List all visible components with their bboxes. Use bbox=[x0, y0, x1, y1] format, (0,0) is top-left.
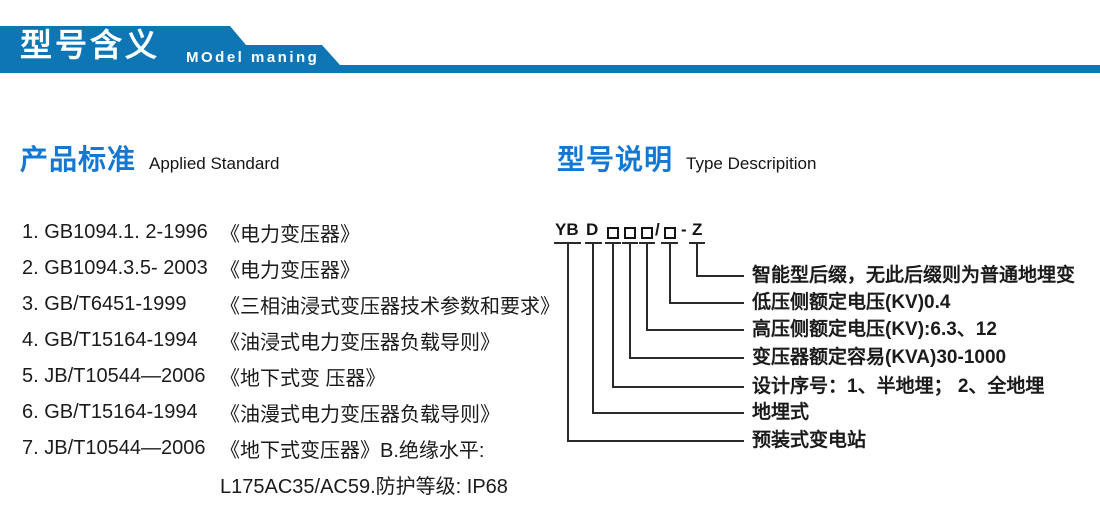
model-label-lv-voltage: 低压侧额定电压(KV)0.4 bbox=[752, 292, 951, 313]
page-title: 型号含义 bbox=[20, 27, 161, 63]
standard-title: 《电力变压器》 bbox=[220, 223, 360, 246]
header-banner bbox=[0, 26, 1100, 73]
model-label-hv-voltage: 高压侧额定电压(KV):6.3、12 bbox=[752, 319, 997, 340]
standard-item: 2. GB1094.3.5- 2003 《电力变压器》 bbox=[22, 250, 552, 286]
standard-item: 6. GB/T15164-1994 《油漫式电力变压器负载导则》 bbox=[22, 394, 552, 430]
model-title-zh: 型号说明 bbox=[557, 144, 674, 175]
standards-list: 1. GB1094.1. 2-1996 《电力变压器》 2. GB1094.3.… bbox=[22, 214, 560, 502]
model-title-en: Type Descripition bbox=[686, 154, 817, 173]
model-code-z: Z bbox=[692, 220, 703, 239]
model-code-yb: YB bbox=[555, 220, 579, 239]
standard-item-continuation: L175AC35/AC59.防护等级: IP68 bbox=[22, 466, 552, 502]
standard-item: 5. JB/T10544—2006 《地下式变 压器》 bbox=[22, 358, 552, 394]
standard-item: 1. GB1094.1. 2-1996 《电力变压器》 bbox=[22, 214, 552, 250]
model-code-box-3 bbox=[641, 227, 653, 239]
standard-title: 《油漫式电力变压器负载导则》 bbox=[220, 403, 500, 426]
standard-code: 4. GB/T15164-1994 bbox=[22, 328, 198, 351]
model-label-buried-type: 地埋式 bbox=[752, 402, 810, 423]
standard-item: 3. GB/T6451-1999 《三相油浸式变压器技术参数和要求》 bbox=[22, 286, 560, 322]
standard-title: 《三相油浸式变压器技术参数和要求》 bbox=[220, 295, 560, 318]
standard-title: L175AC35/AC59.防护等级: IP68 bbox=[220, 475, 508, 498]
model-code-d: D bbox=[586, 220, 599, 239]
standard-code: 5. JB/T10544—2006 bbox=[22, 364, 206, 387]
standard-title: 《地下式变 压器》 bbox=[220, 367, 386, 390]
standard-code: 1. GB1094.1. 2-1996 bbox=[22, 220, 208, 243]
standard-item: 4. GB/T15164-1994 《油浸式电力变压器负载导则》 bbox=[22, 322, 552, 358]
standard-code: 6. GB/T15164-1994 bbox=[22, 400, 198, 423]
model-code-box-2 bbox=[624, 227, 636, 239]
model-code-box-4 bbox=[664, 227, 676, 239]
standards-title-zh: 产品标准 bbox=[20, 144, 137, 175]
model-code-dash: - bbox=[681, 220, 687, 239]
model-label-prefab-substation: 预装式变电站 bbox=[752, 430, 867, 451]
section-model-header: 型号说明 Type Descripition bbox=[557, 138, 816, 178]
model-label-design-serial: 设计序号：1、半地埋； 2、全地埋 bbox=[752, 376, 1045, 397]
section-standards-header: 产品标准 Applied Standard bbox=[20, 138, 279, 178]
model-code-box-1 bbox=[607, 227, 619, 239]
model-label-smart-suffix: 智能型后缀，无此后缀则为普通地埋变 bbox=[752, 265, 1076, 286]
standard-code: 2. GB1094.3.5- 2003 bbox=[22, 256, 208, 279]
standard-title: 《电力变压器》 bbox=[220, 259, 360, 282]
standards-title-en: Applied Standard bbox=[149, 154, 280, 173]
model-label-rated-capacity: 变压器额定容易(KVA)30-1000 bbox=[752, 347, 1007, 368]
standard-code: 3. GB/T6451-1999 bbox=[22, 292, 187, 315]
page-title-english: MOdel maning bbox=[186, 49, 320, 66]
standard-title: 《油浸式电力变压器负载导则》 bbox=[220, 331, 500, 354]
standard-item: 7. JB/T10544—2006 《地下式变压器》B.绝缘水平: bbox=[22, 430, 552, 466]
standard-title: 《地下式变压器》B.绝缘水平: bbox=[220, 439, 485, 462]
standard-code: 7. JB/T10544—2006 bbox=[22, 436, 206, 459]
model-code-slash: / bbox=[655, 220, 660, 239]
